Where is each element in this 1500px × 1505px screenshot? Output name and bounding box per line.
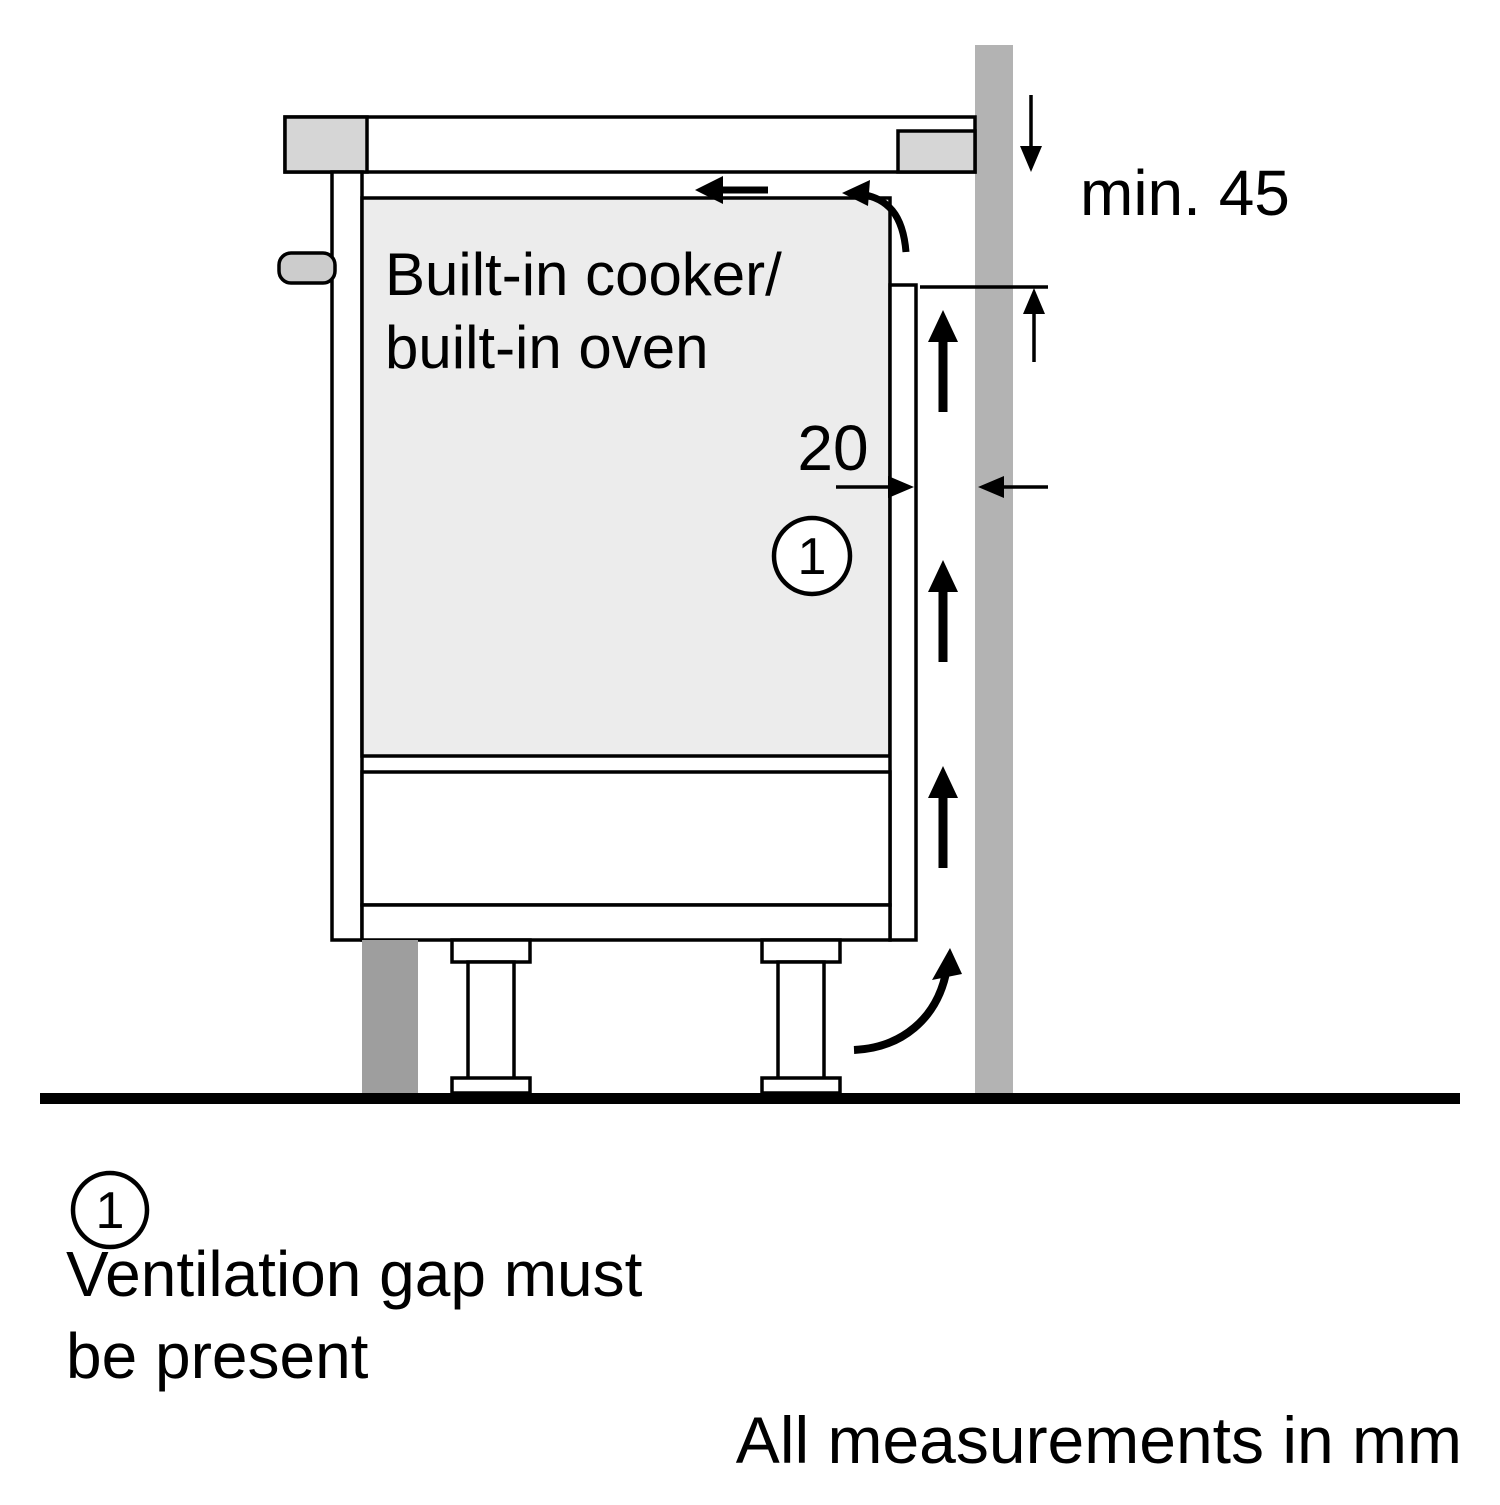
- wall: [975, 45, 1013, 1093]
- callout-1-badge: 1: [771, 515, 853, 597]
- drawer-front: [360, 770, 892, 907]
- arrowhead-up: [932, 948, 962, 980]
- leg-flange: [760, 938, 842, 964]
- cabinet-leg-front: [450, 938, 532, 1095]
- measurement-unit-note: All measurements in mm: [736, 1403, 1462, 1477]
- left-exhaust-arrow-icon: [695, 176, 768, 204]
- appliance-label-line1: Built-in cooker/: [385, 241, 782, 308]
- leg-shaft: [776, 960, 826, 1082]
- dimension-arrow-up-icon: [1023, 288, 1045, 362]
- callout-circle: [771, 515, 853, 597]
- up-airflow-arrow-icon: [928, 766, 958, 868]
- arrowhead-right: [888, 476, 914, 498]
- dimension-arrow-down-icon: [1020, 95, 1042, 172]
- dimension-arrow-left-icon: [978, 476, 1048, 498]
- up-airflow-arrow-icon: [928, 310, 958, 412]
- plinth: [362, 940, 418, 1093]
- oven-body: [360, 196, 892, 758]
- arrowhead-up: [928, 310, 958, 342]
- arrowhead-left: [695, 176, 723, 204]
- arrowhead-left: [842, 180, 870, 206]
- dimension-arrow-right-icon: [836, 476, 914, 498]
- oven-handle: [277, 251, 337, 285]
- legend-text-line2: be present: [66, 1320, 369, 1392]
- hob-left-edge: [283, 115, 369, 174]
- up-airflow-arrow-icon: [928, 560, 958, 662]
- appliance-label-line2: built-in oven: [385, 314, 709, 381]
- leg-foot: [760, 1076, 842, 1095]
- legend-circle: [70, 1170, 150, 1250]
- curved-exhaust-arrow-icon: [842, 180, 910, 253]
- curved-intake-arrow-icon: [853, 948, 962, 1054]
- leg-foot: [450, 1076, 532, 1095]
- cabinet-side-panel: [330, 170, 364, 942]
- floor-line: [40, 1093, 1460, 1104]
- arrowhead-up: [928, 766, 958, 798]
- cabinet-leg-rear: [760, 938, 842, 1095]
- dimension-label-gap20: 20: [797, 412, 868, 484]
- arrowhead-up: [928, 560, 958, 592]
- legend: 1 Ventilation gap must be present: [66, 1170, 643, 1392]
- dimension-label-min45: min. 45: [1080, 157, 1290, 229]
- worktop-rear-block: [896, 129, 977, 174]
- arrow-curve: [853, 967, 951, 1054]
- leg-flange: [450, 938, 532, 964]
- callout-number: 1: [798, 528, 827, 586]
- legend-number: 1: [96, 1182, 125, 1240]
- cabinet-rear-panel: [888, 283, 918, 942]
- cabinet-bottom-rail: [360, 903, 892, 942]
- worktop: [283, 115, 977, 174]
- arrowhead-up: [1023, 288, 1045, 314]
- leg-shaft: [466, 960, 516, 1082]
- arrowhead-left: [978, 476, 1004, 498]
- legend-text-line1: Ventilation gap must: [66, 1238, 643, 1310]
- arrowhead-down: [1020, 146, 1042, 172]
